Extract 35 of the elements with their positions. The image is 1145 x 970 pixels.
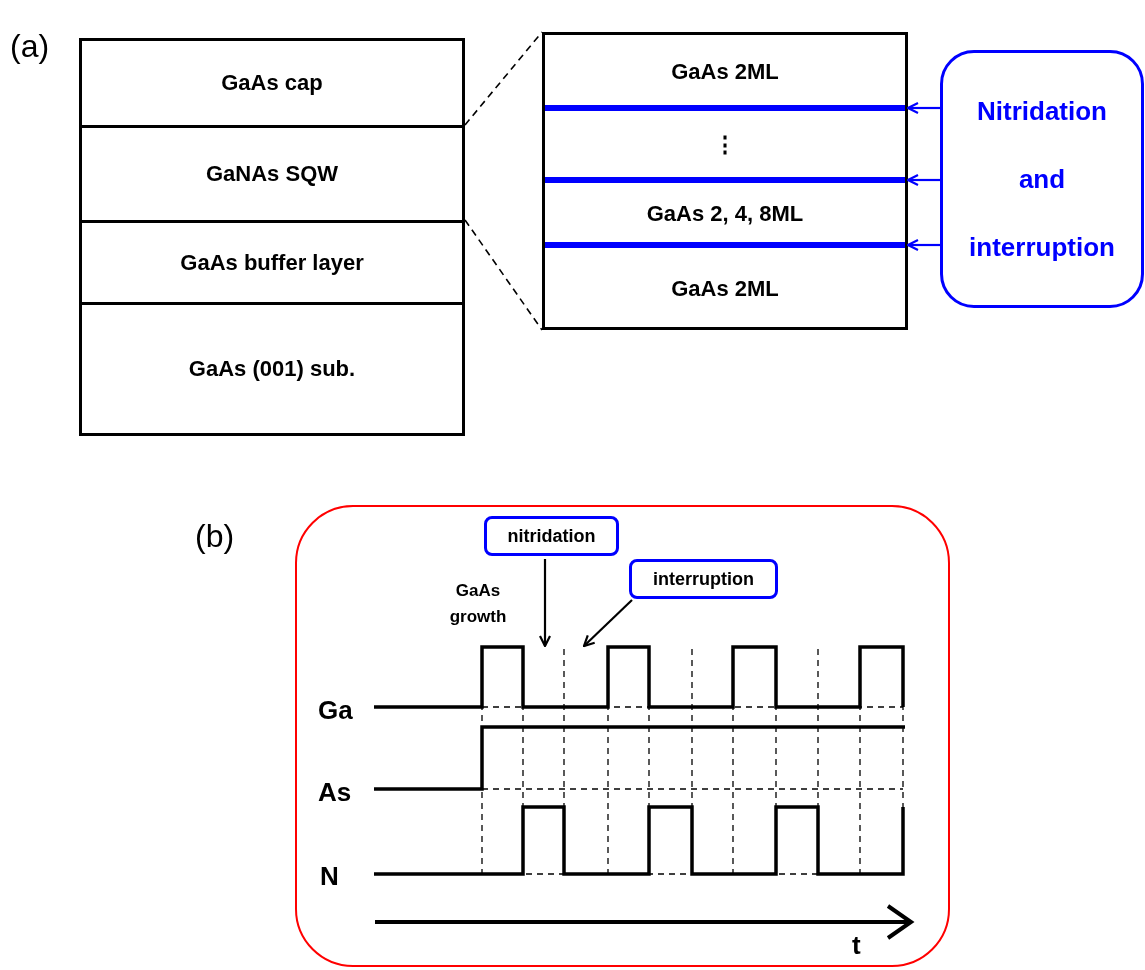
- layer-box: [79, 125, 465, 223]
- panel-letter: (b): [195, 517, 235, 556]
- signal-name: As: [318, 776, 352, 809]
- signal-name: Ga: [318, 694, 353, 727]
- layer-label: ⋮: [714, 132, 736, 158]
- signal-name: N: [320, 860, 339, 893]
- annotation-box: [629, 559, 778, 599]
- axis-label: t: [852, 929, 861, 962]
- layer-box: [79, 220, 465, 305]
- arrow: [906, 238, 940, 252]
- layer-box: [79, 302, 465, 436]
- layer-label: GaAs buffer layer: [180, 249, 364, 276]
- layer-label: GaAs 2ML: [671, 276, 779, 302]
- panel-letter: (a): [10, 27, 50, 66]
- callout-text: nitridation: [507, 525, 596, 547]
- layer-label: GaAs cap: [221, 70, 323, 96]
- arrow: [538, 559, 552, 648]
- layer-label: GaAs 2ML: [671, 59, 779, 85]
- timing-panel: [295, 505, 950, 967]
- arrow: [582, 599, 633, 648]
- zoom-guide-line: [464, 31, 543, 126]
- callout-text: Nitridation and interruption: [968, 95, 1116, 264]
- timing-waveform-drawing: [372, 645, 908, 877]
- process-callout-box: [940, 50, 1144, 308]
- layer-label: GaNAs SQW: [206, 161, 338, 187]
- arrow: [906, 101, 940, 115]
- layer-box: [79, 38, 465, 128]
- arrow: [906, 173, 940, 187]
- phase-label: GaAs growth: [448, 580, 508, 628]
- layer-label: GaAs 2, 4, 8ML: [646, 200, 804, 227]
- zoom-guide-line: [464, 219, 543, 331]
- callout-text: interruption: [653, 568, 754, 590]
- annotation-box: [484, 516, 619, 556]
- zoomed-layer-stack: [542, 32, 908, 330]
- layer-label: GaAs (001) sub.: [188, 356, 356, 382]
